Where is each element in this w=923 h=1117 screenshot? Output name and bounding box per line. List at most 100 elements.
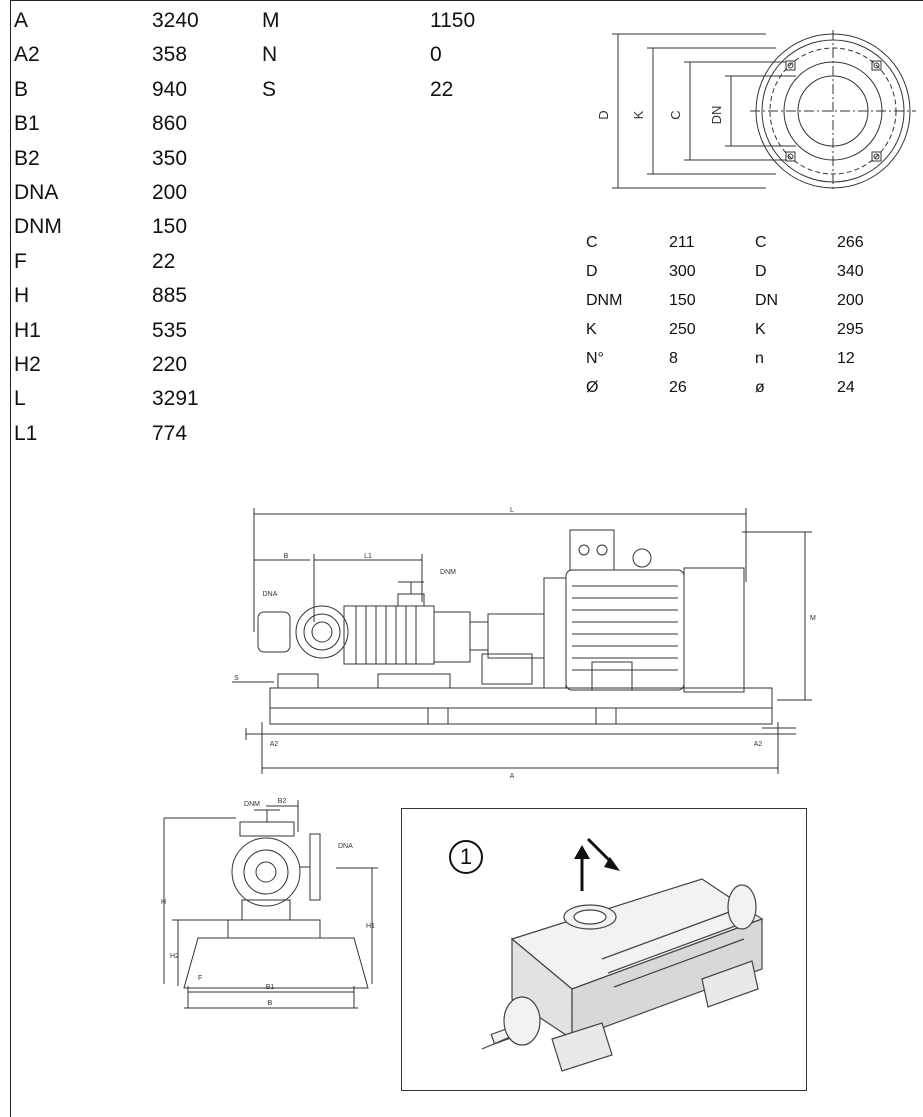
end-label-dna: DNA — [338, 843, 353, 850]
main-dimension-value: 358 — [152, 43, 188, 67]
side-label-l: L — [510, 507, 514, 514]
main-dimension-value: 150 — [152, 215, 188, 239]
main-dimension-key-2 — [262, 314, 430, 348]
main-dimension-key-2 — [262, 107, 430, 141]
flange-dimension-value-2: 200 — [837, 292, 864, 309]
flange-dimension-value-2: 295 — [837, 321, 864, 338]
main-dimension-value-2 — [430, 382, 475, 416]
flange-dimension-key: DNM — [586, 292, 623, 309]
end-label-dnm: DNM — [244, 801, 260, 808]
main-dimension-row: H 885 — [14, 279, 475, 313]
main-dimension-key-2 — [262, 382, 430, 416]
end-view-drawing: DNM B2 DNA H H1 H2 F B1 B — [158, 792, 388, 1014]
main-dimension-row: H2 220 — [14, 348, 475, 382]
side-view-drawing: L B L1 DNA DNM M S A2 A2 A — [222, 502, 822, 787]
main-dimension-value: 3240 — [152, 9, 199, 32]
main-dimension-value-2 — [430, 348, 475, 382]
main-dimension-value-2 — [430, 176, 475, 210]
end-label-h2: H2 — [170, 953, 179, 960]
flange-dimension-value-2: 12 — [837, 350, 855, 367]
flange-label-k: K — [631, 110, 646, 119]
side-label-m: M — [810, 615, 816, 622]
main-dimension-key-2 — [262, 245, 430, 279]
main-dimension-key: A — [14, 9, 29, 32]
side-label-l1: L1 — [364, 553, 372, 560]
flange-dimension-value: 26 — [669, 379, 687, 396]
main-dimension-key-2 — [262, 417, 430, 451]
main-dimension-key-2 — [262, 279, 430, 313]
main-dimension-key-2 — [262, 210, 430, 244]
flange-dimension-key: K — [586, 321, 597, 338]
callout-marker: 1 — [449, 840, 483, 874]
flange-label-d: D — [596, 110, 611, 119]
flange-dimension-value-2: 24 — [837, 379, 855, 396]
main-dimension-key: H — [14, 284, 30, 308]
main-dimension-key: H1 — [14, 318, 41, 342]
flange-dimension-key-2: ø — [755, 379, 765, 396]
flange-dimension-key-2: K — [755, 321, 766, 338]
flange-dimension-key: D — [586, 263, 598, 280]
main-dimension-key: H2 — [14, 353, 41, 377]
flange-dimension-key: N° — [586, 350, 604, 367]
datasheet-frame — [10, 0, 923, 1117]
main-dimension-value-2 — [430, 107, 475, 141]
main-dimension-key-2: N — [262, 43, 278, 67]
side-label-s: S — [234, 675, 239, 682]
main-dimension-value: 200 — [152, 181, 188, 205]
side-label-a2-left: A2 — [270, 741, 279, 748]
end-label-h1: H1 — [366, 923, 375, 930]
main-dimension-key: A2 — [14, 43, 40, 67]
side-label-b: B — [284, 553, 289, 560]
main-dimension-value: 885 — [152, 284, 188, 308]
main-dimension-value-2: 1150 — [430, 9, 476, 32]
end-label-b1: B1 — [266, 984, 275, 991]
main-dimension-key: B1 — [14, 112, 40, 136]
main-dimension-key: L — [14, 387, 26, 411]
flange-dimension-value: 250 — [669, 321, 696, 338]
main-dimension-value: 22 — [152, 249, 176, 273]
end-label-b: B — [268, 1000, 273, 1007]
flange-dimension-value: 211 — [669, 234, 695, 251]
main-dimension-value: 3291 — [152, 387, 199, 411]
main-dimension-key: B — [14, 77, 29, 101]
main-dimension-value-2 — [430, 210, 475, 244]
main-dimension-key: F — [14, 249, 27, 273]
main-dimension-value: 860 — [152, 112, 188, 136]
main-dimension-value-2: 22 — [430, 77, 454, 101]
main-dimension-value: 220 — [152, 353, 188, 377]
flange-dimension-row: DNM 150 DN 200 — [586, 286, 864, 315]
flange-dimension-key-2: DN — [755, 292, 779, 309]
flange-dimension-key-2: n — [755, 350, 764, 367]
flange-dimension-key: Ø — [586, 379, 599, 396]
main-dimension-key: DNM — [14, 215, 62, 239]
end-label-b2: B2 — [278, 798, 287, 805]
flange-dimension-value-2: 340 — [837, 263, 864, 280]
flange-dimension-key-2: C — [755, 234, 767, 251]
flange-dimension-value-2: 266 — [837, 234, 864, 251]
side-label-dnm: DNM — [440, 569, 456, 576]
side-label-a2-right: A2 — [754, 741, 763, 748]
main-dimension-key-2 — [262, 176, 430, 210]
main-dimension-value-2 — [430, 417, 475, 451]
flange-dimension-value: 150 — [669, 292, 696, 309]
main-dimension-value: 774 — [152, 421, 188, 445]
pump-illustration-frame — [401, 808, 807, 1091]
main-dimension-key: DNA — [14, 181, 59, 205]
main-dimension-row: DNM 150 — [14, 210, 475, 244]
main-dimension-key-2 — [262, 142, 430, 176]
main-dimension-key: B2 — [14, 146, 40, 170]
end-label-f: F — [198, 975, 202, 982]
flange-label-dn: DN — [709, 106, 724, 125]
main-dimension-key-2 — [262, 348, 430, 382]
flange-label-c: C — [668, 110, 683, 119]
end-label-h: H — [161, 899, 166, 906]
main-dimension-value-2 — [430, 245, 475, 279]
flange-dimension-value: 300 — [669, 263, 696, 280]
